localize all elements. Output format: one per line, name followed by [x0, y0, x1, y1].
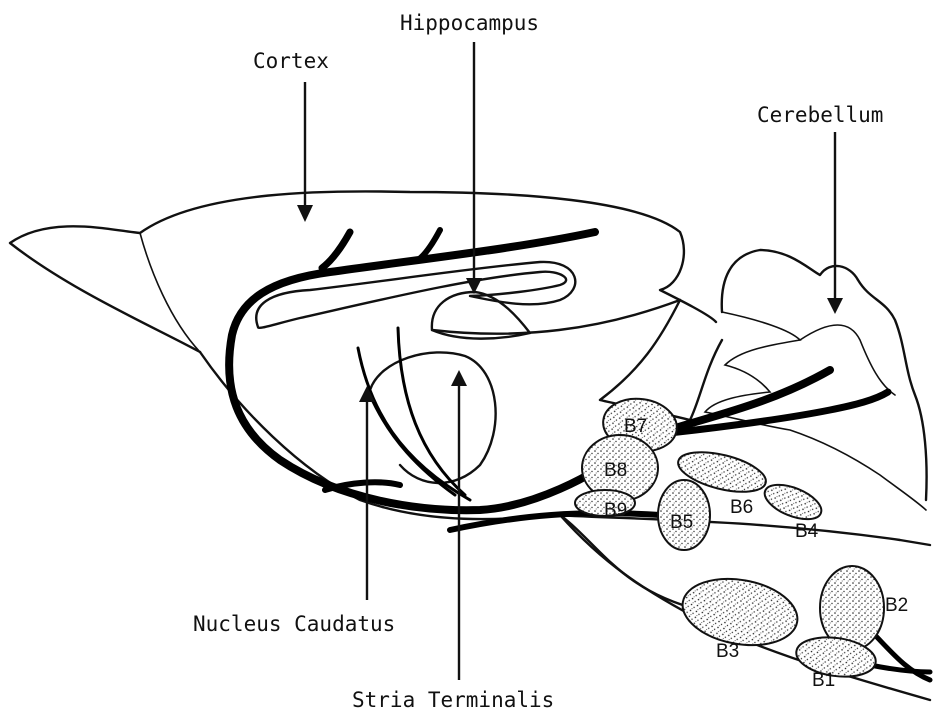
- nucleus-b3: [677, 570, 802, 653]
- callosal-loop: [256, 262, 575, 328]
- nucleus-b4: [760, 478, 826, 526]
- medulla-tract-b1: [870, 665, 930, 672]
- label-b3: B3: [716, 641, 739, 662]
- cortex-branch-1: [322, 232, 350, 268]
- label-b7: B7: [624, 416, 647, 437]
- ventral-tract: [325, 482, 400, 490]
- label-nucleus-caudatus: Nucleus Caudatus: [193, 612, 395, 636]
- arrowhead-cortex: [297, 205, 313, 222]
- brain-outline: [10, 191, 716, 352]
- label-cerebellum: Cerebellum: [757, 103, 883, 127]
- arrowhead-cerebellum: [827, 298, 843, 314]
- label-cortex: Cortex: [253, 49, 329, 73]
- label-b6: B6: [730, 497, 753, 518]
- label-b1: B1: [812, 670, 835, 691]
- label-hippocampus: Hippocampus: [400, 11, 539, 35]
- label-b5: B5: [670, 512, 693, 533]
- label-b4: B4: [795, 521, 819, 542]
- cerebellum-folia-2: [800, 325, 895, 395]
- thalamus-line: [432, 300, 680, 334]
- arrowhead-stria-terminalis: [451, 370, 467, 386]
- cortex-inner-boundary: [140, 233, 200, 352]
- ventral-tract-2: [450, 513, 660, 530]
- striatum-oval: [370, 352, 496, 483]
- label-b9: B9: [604, 500, 627, 521]
- label-b2: B2: [885, 595, 908, 616]
- label-b8: B8: [604, 460, 627, 481]
- label-stria-terminalis: Stria Terminalis: [352, 688, 554, 712]
